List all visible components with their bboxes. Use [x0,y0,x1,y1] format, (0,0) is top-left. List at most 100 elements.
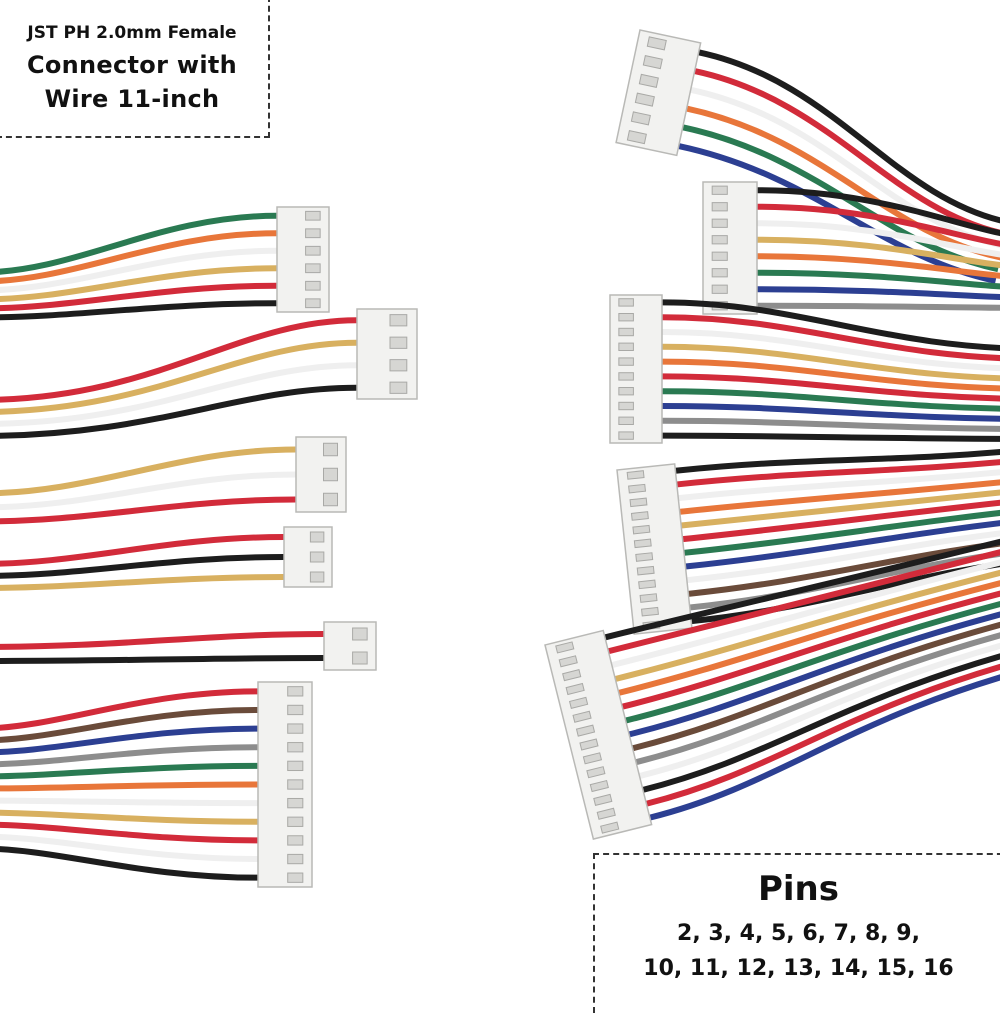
wire [611,551,1000,669]
pin-slot [287,686,304,697]
pin-slot [596,807,616,820]
pin-slot [575,724,596,737]
wire [631,609,1000,752]
cable-left-6 [0,681,313,888]
cable-left-5 [0,621,377,671]
wire [604,532,1000,641]
pin-slot [626,470,645,480]
pin-slot [711,235,728,245]
wire [661,358,1000,392]
cable-left-2 [0,308,418,439]
wire [0,744,259,768]
pin-slot [711,284,728,294]
connector-housing [295,436,347,513]
wire [756,236,1000,269]
wire [0,534,285,567]
pin-slot [618,431,634,440]
pin-slot [634,92,655,107]
pin-slot [555,641,575,654]
wire [0,230,278,284]
pin-slot [287,704,304,716]
connector-housing [609,294,663,444]
wire [676,455,1000,488]
pin-slot [711,185,728,195]
connector-housing [702,181,758,315]
connector-housing [615,29,702,157]
wire [683,504,1000,556]
wire [0,574,285,591]
pin-slot [711,251,728,261]
wire [0,846,259,881]
wire [0,300,278,321]
pin-slot [628,483,647,494]
wire [686,524,1000,584]
wire [0,834,259,863]
title-line-spec: JST PH 2.0mm Female [27,23,237,43]
wire [0,797,259,807]
pin-slot [287,816,304,827]
pin-slot [618,416,634,426]
connector-housing [257,681,313,888]
connector-housing [276,206,330,313]
pin-slot [389,314,408,327]
wire [0,362,358,427]
pin-slot [558,655,578,668]
pins-list-line-1: 2, 3, 4, 5, 6, 7, 8, 9, [677,921,920,946]
cable-right-5 [544,532,1000,840]
wire [756,286,1000,301]
pin-slot [287,797,304,809]
pin-slot [352,627,368,641]
pin-slot [305,245,321,256]
wire [679,475,1000,515]
wire [661,314,1000,362]
wire [635,619,1000,766]
pin-slot [309,531,325,543]
pin-slot [618,401,634,411]
wire [614,561,1000,682]
pin-slot [646,36,667,51]
pin-slot [633,538,652,549]
pin-slot [305,228,321,239]
wire [661,373,1000,402]
pin-slot [711,268,728,278]
pin-slot [287,872,304,883]
pin-slot [287,779,304,790]
wire [756,203,1000,247]
pin-slot [618,372,634,381]
pin-slot [565,682,585,696]
wire [0,762,259,780]
pin-slot [630,111,651,126]
pin-slot [309,571,325,583]
pin-slot [389,381,408,394]
pin-slot [618,357,634,366]
wire [756,220,1000,258]
wire [661,388,1000,412]
pin-slot [287,723,304,734]
connector-housing [323,621,377,671]
pin-slot [586,766,606,779]
pin-slot [572,710,592,723]
cable-left-4 [0,526,333,591]
wire [649,658,1000,821]
pin-slot [618,387,634,396]
wire [607,541,1000,655]
wire [661,432,1000,442]
pin-slot [568,696,589,709]
wire [756,187,1000,237]
pin-slot [711,202,728,212]
cable-right-3 [609,294,1000,444]
pin-slot [389,336,408,349]
pin-slot [642,55,663,70]
wire [0,631,325,650]
pin-slot [626,130,647,145]
pin-slot [323,467,338,482]
wire [0,725,259,755]
pin-slot [618,342,634,352]
wire [661,329,1000,372]
pin-slot [389,359,408,372]
wire [624,590,1000,724]
wire [628,599,1000,738]
cable-left-3 [0,436,347,525]
pin-slot [632,524,651,535]
